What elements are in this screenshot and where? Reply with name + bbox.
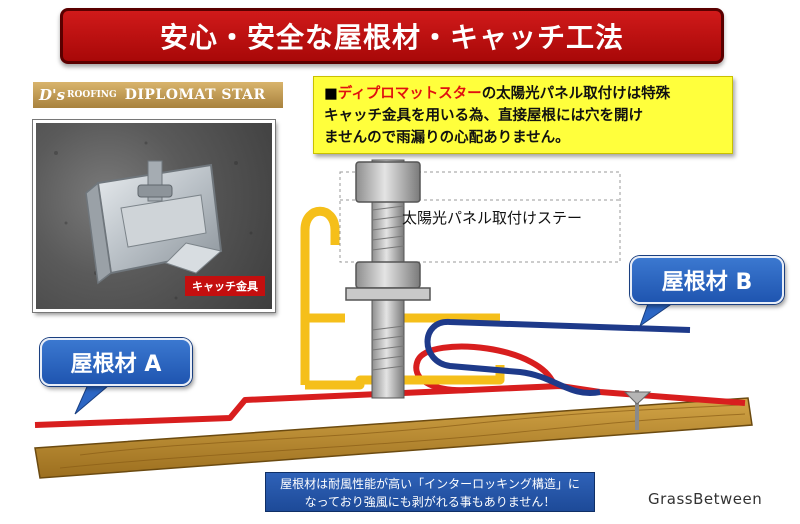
roofing-sheet-b bbox=[424, 319, 691, 397]
info-note-line3: ませんので雨漏りの心配ありません。 bbox=[324, 130, 570, 146]
callout-roof-b-text: 屋根材 B bbox=[661, 270, 753, 295]
interlocking-note-line2: なっており強風にも剥がれる事もありません！ bbox=[304, 495, 556, 509]
wood-sheathing bbox=[34, 397, 753, 479]
middle-nut bbox=[355, 261, 421, 289]
watermark: GrassBetween bbox=[648, 490, 763, 508]
brand-logo: D's ROOFING DIPLOMAT STAR bbox=[33, 82, 283, 108]
callout-roof-a: 屋根材 A bbox=[40, 338, 192, 386]
info-note: ■ディプロマットスターの太陽光パネル取付けは特殊 キャッチ金具を用いる為、直接屋… bbox=[313, 76, 733, 154]
top-nut bbox=[355, 161, 421, 203]
note-highlight: ディプロマットスター bbox=[337, 86, 482, 102]
roofing-sheet-a-hook bbox=[413, 343, 558, 394]
interlocking-note-line1: 屋根材は耐風性能が高い「インターロッキング構造」に bbox=[280, 477, 580, 491]
note-marker: ■ bbox=[324, 86, 338, 102]
panel-stay-box bbox=[339, 171, 621, 263]
photo-label: キャッチ金具 bbox=[185, 276, 265, 296]
page-title: 安心・安全な屋根材・キャッチ工法 bbox=[159, 21, 624, 54]
panel-stay-label: 太陽光パネル取付けステー bbox=[402, 209, 583, 227]
nail bbox=[635, 390, 639, 430]
catch-fitting-photo bbox=[33, 120, 275, 312]
info-note-line1: ■ディプロマットスターの太陽光パネル取付けは特殊 bbox=[324, 83, 722, 105]
note-line1-rest: の太陽光パネル取付けは特殊 bbox=[481, 86, 671, 102]
callout-roof-b: 屋根材 B bbox=[630, 256, 784, 304]
title-banner: 安心・安全な屋根材・キャッチ工法 bbox=[60, 8, 724, 64]
brand-logo-script: D's bbox=[39, 86, 66, 104]
washer bbox=[345, 287, 431, 301]
info-note-line2: キャッチ金具を用いる為、直接屋根には穴を開け bbox=[324, 108, 643, 124]
brand-name: DIPLOMAT STAR bbox=[124, 87, 266, 103]
brand-logo-sub: ROOFING bbox=[67, 90, 117, 100]
catch-fitting-image bbox=[54, 141, 253, 300]
interlocking-note: 屋根材は耐風性能が高い「インターロッキング構造」に なっており強風にも剥がれる事… bbox=[265, 472, 595, 512]
callout-roof-a-text: 屋根材 A bbox=[70, 352, 162, 377]
catch-bracket bbox=[300, 206, 505, 390]
photo-label-text: キャッチ金具 bbox=[192, 280, 258, 293]
